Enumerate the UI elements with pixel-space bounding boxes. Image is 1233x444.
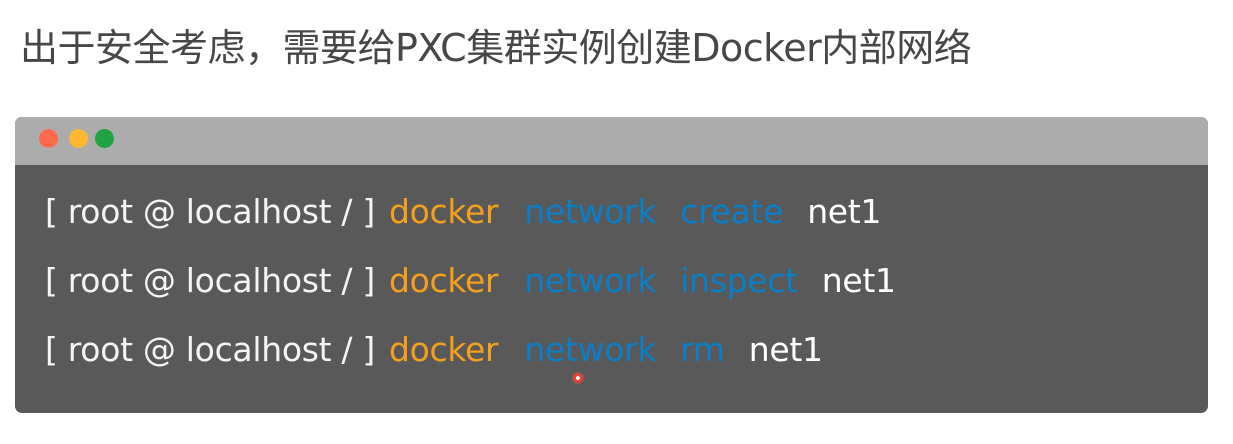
command-argument: net1 (821, 261, 896, 300)
command-subcommand: network (524, 192, 657, 231)
command-line: [ root @ localhost / ] docker network inspe… (45, 261, 896, 301)
command-subcommand: network (524, 261, 657, 300)
command-argument: net1 (748, 330, 823, 369)
terminal-body: [ root @ localhost / ] docker network creat… (15, 165, 1208, 413)
minimize-window-icon[interactable] (69, 129, 88, 148)
shell-prompt: [ root @ localhost / ] (45, 192, 376, 231)
command-binary: docker (389, 330, 499, 369)
maximize-window-icon[interactable] (95, 129, 114, 148)
shell-prompt: [ root @ localhost / ] (45, 261, 376, 300)
terminal-titlebar (15, 117, 1208, 165)
command-action: inspect (680, 261, 798, 300)
close-window-icon[interactable] (39, 129, 58, 148)
command-action: create (680, 192, 784, 231)
command-action: rm (680, 330, 725, 369)
command-subcommand: network (524, 330, 657, 369)
page-title: 出于安全考虑，需要给PXC集群实例创建Docker内部网络 (20, 26, 972, 70)
shell-prompt: [ root @ localhost / ] (45, 330, 376, 369)
terminal-window: [ root @ localhost / ] docker network creat… (15, 117, 1208, 413)
command-binary: docker (389, 192, 499, 231)
mouse-cursor-indicator (572, 372, 584, 384)
command-line: [ root @ localhost / ] docker network creat… (45, 192, 881, 232)
command-binary: docker (389, 261, 499, 300)
command-argument: net1 (807, 192, 882, 231)
